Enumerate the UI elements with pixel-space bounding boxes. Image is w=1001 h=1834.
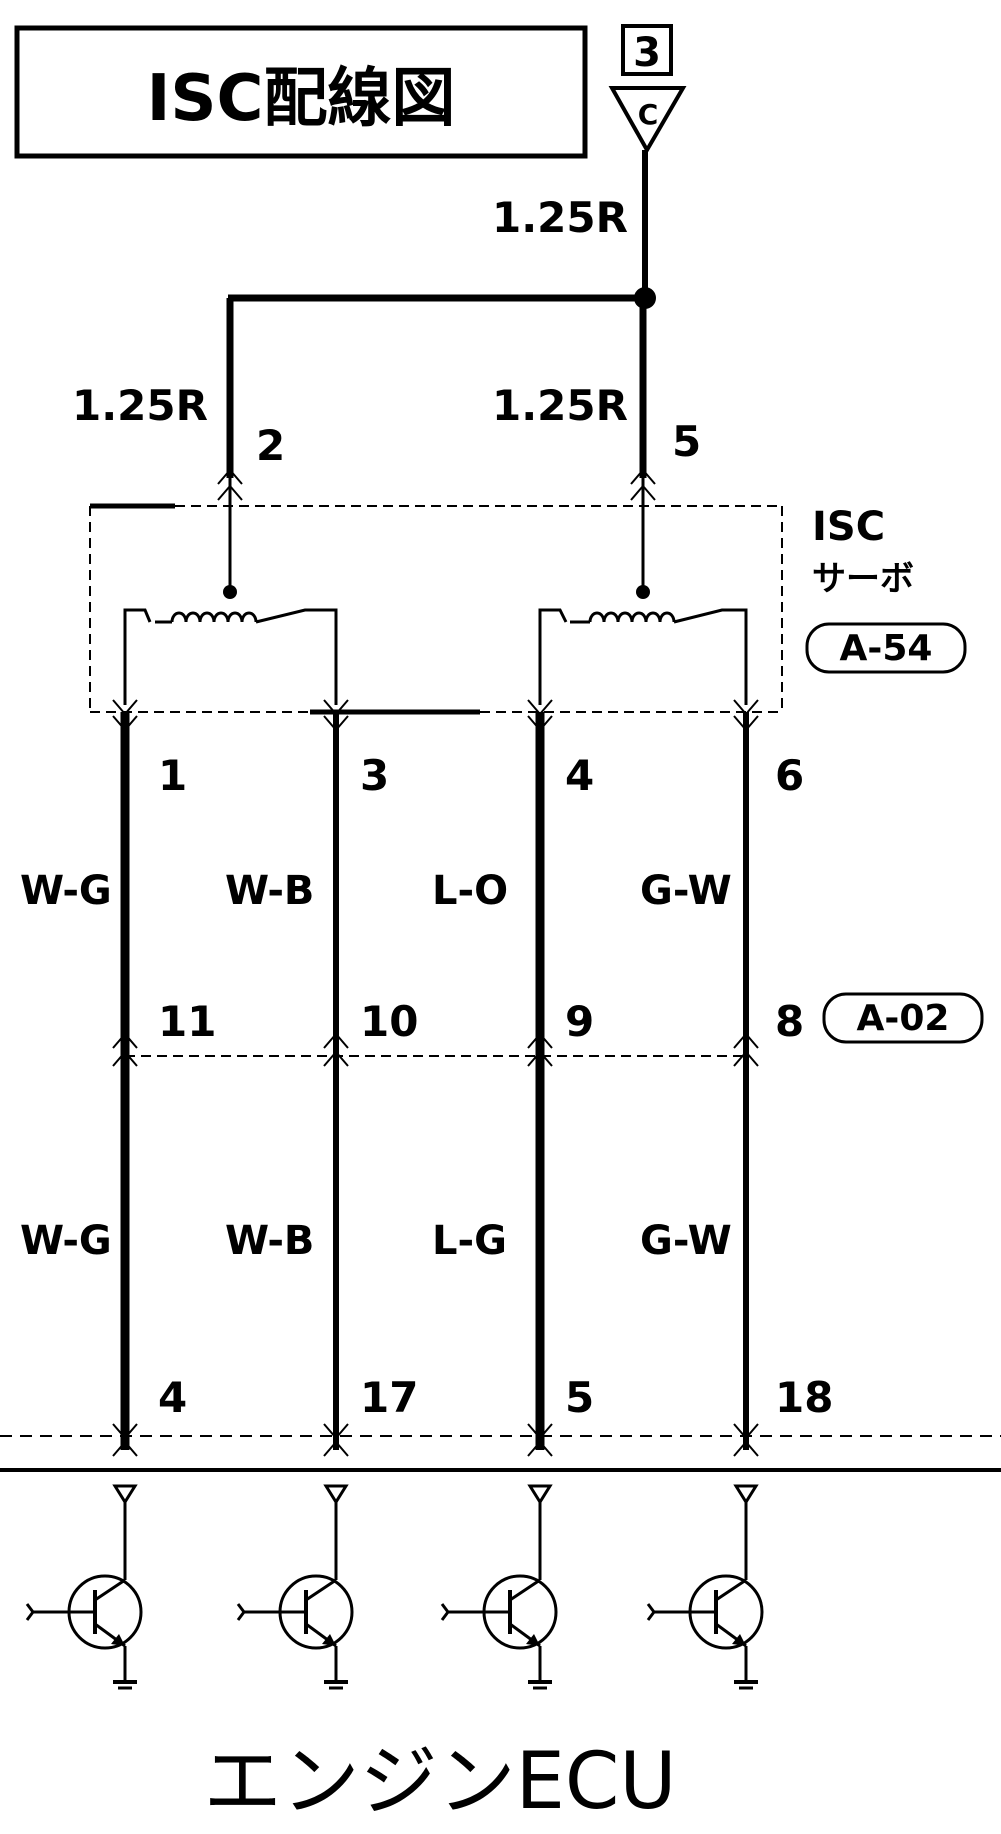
servo-pin-top-right: 5 (672, 417, 701, 466)
junction-pin-8: 8 (775, 997, 804, 1046)
wire-label-feed-right: 1.25R (492, 381, 628, 430)
wire-color-lower-1: W-G (20, 1218, 112, 1264)
ecu-label: エンジンECU (204, 1737, 677, 1827)
connector-badge-a54 (805, 622, 967, 674)
isc-servo-housing (89, 503, 783, 715)
wire-color-upper-3: L-O (432, 868, 508, 914)
coil-left (123, 478, 338, 705)
transistor-icon-3 (440, 1484, 558, 1690)
wire-label-feed-left: 1.25R (72, 381, 208, 430)
wire-color-lower-4: G-W (640, 1218, 732, 1264)
source-box (621, 24, 673, 76)
connector-badge-a02 (822, 992, 984, 1044)
feed-wires (226, 150, 656, 478)
wire-label-feed-top: 1.25R (492, 193, 628, 242)
transistor-icon-4 (646, 1484, 764, 1690)
servo-pin-3: 3 (360, 751, 389, 800)
ecu-pin-4: 4 (158, 1373, 187, 1422)
servo-pin-4: 4 (565, 751, 594, 800)
ecu-transistors (25, 1484, 764, 1690)
junction-pin-9: 9 (565, 997, 594, 1046)
component-connector: A-54 (840, 628, 933, 669)
connector-chevron-icons (112, 699, 759, 1457)
source-box-number: 3 (633, 30, 661, 76)
junction-connector-label: A-02 (857, 998, 950, 1039)
junction-pin-10: 10 (360, 997, 418, 1046)
ecu-pin-17: 17 (360, 1373, 418, 1422)
coil-right (538, 478, 748, 705)
harness-wires (120, 712, 749, 1450)
transistor-icon-1 (25, 1484, 143, 1690)
wire-color-lower-3: L-G (432, 1218, 507, 1264)
source-triangle-icon (608, 86, 687, 155)
servo-pin-1: 1 (158, 751, 187, 800)
wire-color-upper-1: W-G (20, 868, 112, 914)
component-name-line2: サーボ (812, 559, 914, 599)
source-connector-letter: C (638, 98, 659, 131)
transistor-icon-2 (236, 1484, 354, 1690)
ecu-pin-5: 5 (565, 1373, 594, 1422)
component-name-line1: ISC (812, 504, 885, 550)
diagram-title: ISC配線図 (147, 62, 456, 136)
wire-color-lower-2: W-B (225, 1218, 314, 1264)
title-box (14, 25, 588, 159)
servo-pin-6: 6 (775, 751, 804, 800)
servo-top-connector-icons (217, 468, 656, 501)
ecu-pin-18: 18 (775, 1373, 833, 1422)
junction-pin-11: 11 (158, 997, 216, 1046)
wire-color-upper-2: W-B (225, 868, 314, 914)
servo-pin-top-left: 2 (256, 421, 285, 470)
wire-color-upper-4: G-W (640, 868, 732, 914)
